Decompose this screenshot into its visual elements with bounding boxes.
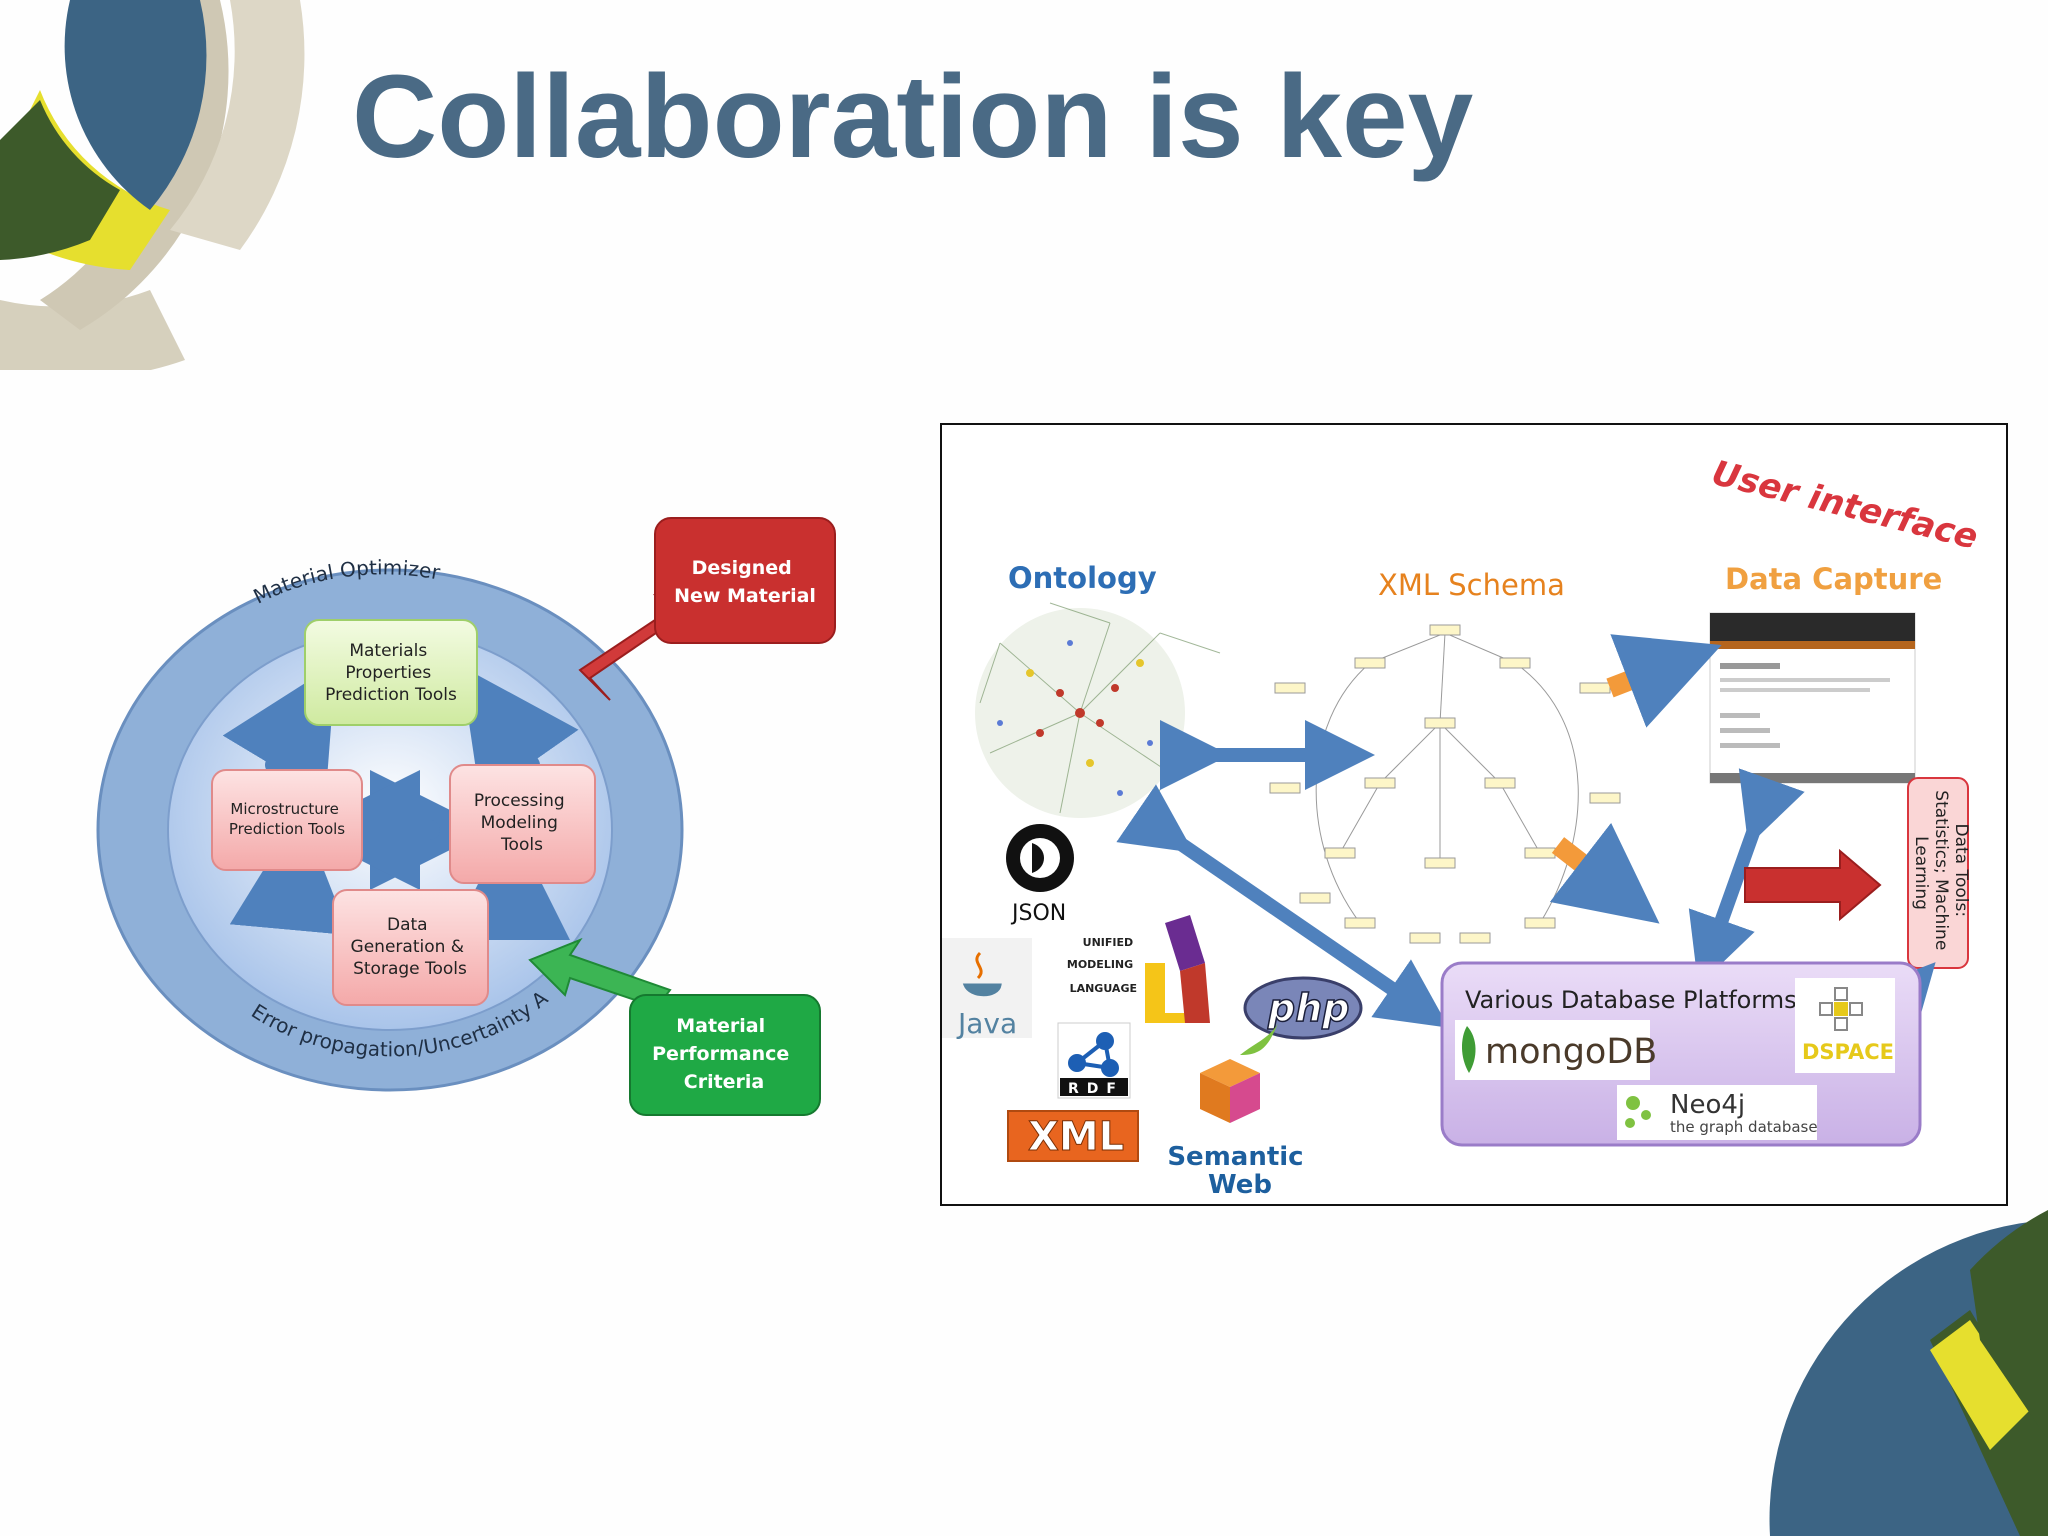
materials-box-line3: Prediction Tools <box>325 685 457 705</box>
svg-text:UNIFIED MODELING LANGU: UNIFIED MODELING LANGUAGE <box>1067 936 1137 995</box>
svg-text:Materials Properties P: Materials Properties Prediction Tools <box>325 641 457 705</box>
material-optimizer-diagram: Material Optimizer Error propagation/Unc… <box>90 500 836 1116</box>
dspace-label: DSPACE <box>1802 1040 1894 1064</box>
neo4j-logo-bg <box>1617 1085 1817 1140</box>
svg-text:Material Performance C: Material Performance Criteria <box>652 1015 796 1093</box>
rdf-label-bg <box>1060 1078 1128 1096</box>
php-logo-bg <box>1243 976 1363 1040</box>
svg-text:Data Generation & Stor: Data Generation & Storage Tools <box>351 915 470 979</box>
semantic-line2: Web <box>1208 1170 1272 1200</box>
data-tools-line1: Data Tools: <box>1951 823 1971 917</box>
java-cup-icon <box>962 951 1002 997</box>
neo4j-label: Neo4j <box>1670 1090 1745 1120</box>
designed-new-material-box <box>654 517 836 644</box>
uml-line3: LANGUAGE <box>1070 982 1137 995</box>
corner-decoration-bottom-right <box>1769 1210 2048 1536</box>
neo4j-sub-label: the graph database <box>1670 1118 1818 1136</box>
svg-text:Processing Modeling To: Processing Modeling Tools <box>474 791 570 855</box>
svg-text:Microstructure Prediction: Microstructure Prediction Tools <box>229 800 345 838</box>
data-tools-box <box>1907 777 1969 969</box>
svg-text:Data Tools: Statistics; Ma: Data Tools: Statistics; Machine Learning <box>1911 790 1971 955</box>
slide-title: Collaboration is key <box>352 51 1474 183</box>
data-tools-line3: Learning <box>1911 836 1931 910</box>
mongodb-label: mongoDB <box>1485 1032 1657 1072</box>
semantic-line1: Semantic <box>1167 1142 1303 1172</box>
uml-logo-icon <box>1145 915 1210 1023</box>
db-title: Various Database Platforms <box>1465 986 1797 1014</box>
data-capture-screenshot <box>1709 612 1916 784</box>
input-arrow <box>528 937 672 1012</box>
svg-text:Designed New Material: Designed New Material <box>674 557 816 607</box>
red-arrow <box>1744 848 1882 922</box>
xml-schema-label: XML Schema <box>1378 568 1565 602</box>
processing-box-line3: Tools <box>500 835 543 855</box>
data-capture-label: Data Capture <box>1725 562 1942 596</box>
data-infrastructure-diagram: Ontology XML Schema <box>940 423 2008 1206</box>
materials-box-line1: Materials <box>349 641 427 661</box>
xml-logo-label: XML <box>1028 1114 1124 1160</box>
json-logo-icon <box>1006 824 1074 892</box>
uml-line1: UNIFIED <box>1083 936 1133 949</box>
json-label: JSON <box>1010 901 1066 926</box>
uml-line2: MODELING <box>1067 958 1133 971</box>
orange-arrows <box>1549 634 1722 924</box>
designed-line1: Designed <box>692 557 792 579</box>
data-tools-line2: Statistics; Machine <box>1931 790 1951 950</box>
data-box-line1: Data <box>387 915 428 935</box>
ontology-network-graph <box>975 602 1221 824</box>
microstructure-box-line1: Microstructure <box>230 800 338 818</box>
php-label: php <box>1267 986 1349 1030</box>
processing-box-line2: Modeling <box>481 813 558 833</box>
performance-line3: Criteria <box>684 1071 765 1093</box>
semantic-web-cube-icon <box>1200 1023 1278 1123</box>
dspace-logo-bg <box>1795 978 1895 1073</box>
xml-logo-bg <box>1007 1110 1139 1162</box>
performance-line2: Performance <box>652 1043 789 1065</box>
designed-line2: New Material <box>674 585 816 607</box>
mongodb-logo-bg <box>1455 1020 1650 1080</box>
dspace-icon <box>1819 987 1863 1031</box>
neo4j-icon <box>1625 1096 1651 1128</box>
materials-properties-box <box>304 619 478 726</box>
processing-box <box>449 764 596 884</box>
material-performance-box <box>629 994 821 1116</box>
materials-box-line2: Properties <box>345 663 431 683</box>
ontology-label: Ontology <box>1008 561 1157 595</box>
data-generation-box <box>332 889 489 1006</box>
java-label: Java <box>956 1007 1017 1040</box>
data-box-line3: Storage Tools <box>353 959 467 979</box>
rdf-graph-icon <box>1068 1032 1119 1077</box>
cycle-arrows <box>222 663 579 941</box>
microstructure-box <box>211 769 363 871</box>
processing-box-line1: Processing <box>474 791 565 811</box>
performance-line1: Material <box>676 1015 765 1037</box>
microstructure-box-line2: Prediction Tools <box>229 820 345 838</box>
svg-text:Semantic Web: Semantic Web <box>1167 1142 1312 1200</box>
data-box-line2: Generation & <box>351 937 465 957</box>
mongodb-leaf-icon <box>1461 1026 1476 1073</box>
corner-decoration-top-left <box>0 0 305 370</box>
rdf-label: RDF <box>1068 1081 1124 1097</box>
